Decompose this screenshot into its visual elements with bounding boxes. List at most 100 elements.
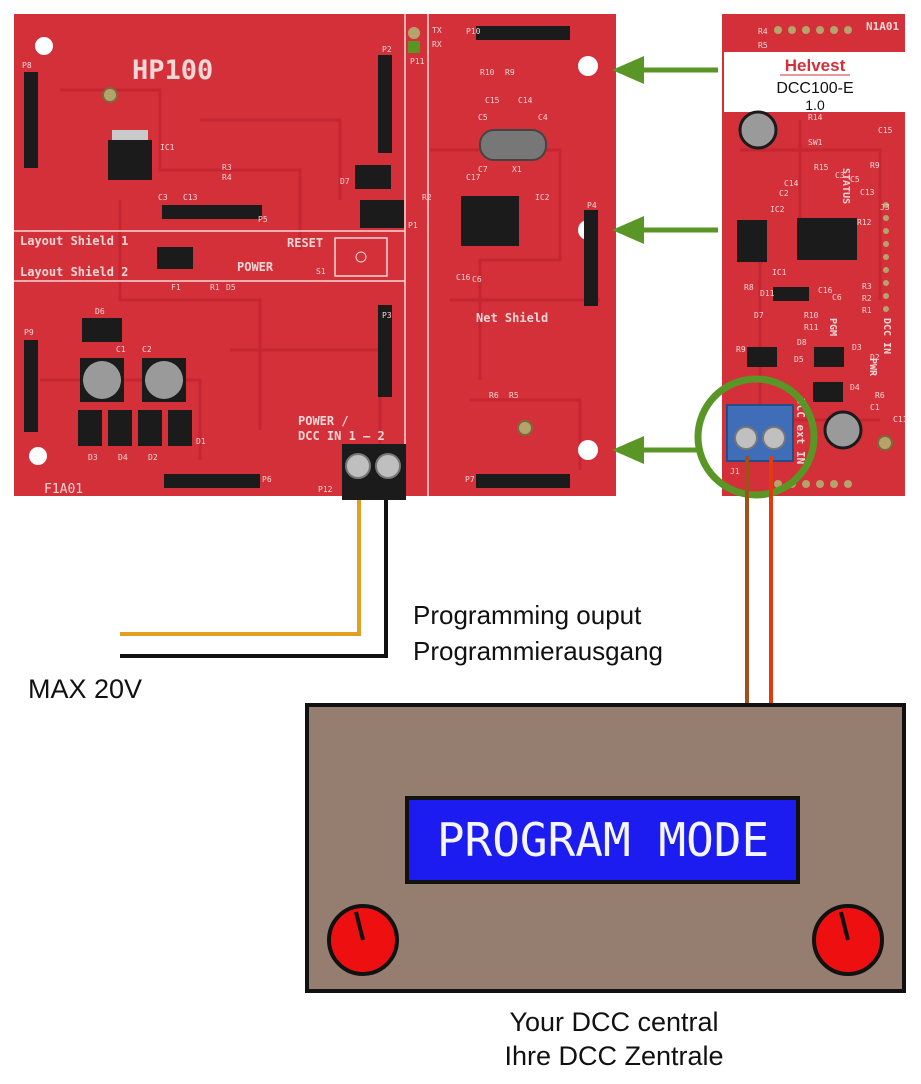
dcc-in-label: DCC IN: [881, 318, 892, 354]
ref-designator: R1: [862, 306, 872, 315]
ref-designator: D6: [95, 307, 105, 316]
ref-designator: D3: [852, 343, 862, 352]
ref-designator: C13: [183, 193, 198, 202]
ref-designator: D5: [226, 283, 236, 292]
knob-right[interactable]: [812, 904, 884, 976]
ref-designator: C15: [878, 126, 893, 135]
ref-designator: C3: [835, 171, 845, 180]
ref-designator: D11: [760, 289, 775, 298]
wires: [120, 456, 773, 704]
ref-designator: R9: [505, 68, 515, 77]
ref-designator: D4: [118, 453, 128, 462]
ref-designator: D8: [797, 338, 807, 347]
ref-designator: TX: [432, 26, 442, 35]
mount-hole: [578, 56, 598, 76]
ref-designator: P1: [408, 221, 418, 230]
ref-designator: R4: [758, 27, 768, 36]
ref-designator: C5: [478, 113, 488, 122]
ref-designator: IC1: [772, 268, 787, 277]
ref-designator: P4: [587, 201, 597, 210]
knob-left[interactable]: [327, 904, 399, 976]
ref-designator: IC2: [535, 193, 550, 202]
ref-designator: D2: [148, 453, 158, 462]
mount-hole: [578, 440, 598, 460]
ref-designator: C6: [472, 275, 482, 284]
ref-designator: C1: [870, 403, 880, 412]
mount-hole: [35, 37, 53, 55]
ref-designator: R14: [808, 113, 823, 122]
ref-designator: R6: [875, 391, 885, 400]
pin-headers: [24, 26, 598, 488]
ref-designator: C17: [466, 173, 481, 182]
module-board: Helvest DCC100-E 1.0 N1A01 STATUS PGM PW…: [722, 14, 908, 496]
ref-designator: IC2: [770, 205, 785, 214]
ref-designator: D1: [196, 437, 206, 446]
ref-designator: R3: [862, 282, 872, 291]
reset-label: RESET: [287, 236, 323, 250]
power-dcc-label-2: DCC IN 1 — 2: [298, 429, 385, 443]
ref-designator: R5: [509, 391, 519, 400]
version-label: 1.0: [805, 97, 825, 113]
ref-designator: R10: [480, 68, 495, 77]
ref-designator: C3: [158, 193, 168, 202]
ref-designator: D3: [88, 453, 98, 462]
prog-output-en: Programming ouput: [413, 600, 642, 630]
lcd-display: [405, 796, 800, 884]
ref-designator: D7: [754, 311, 764, 320]
ref-designator: C2: [142, 345, 152, 354]
dcc-central: PROGRAM MODE: [305, 703, 906, 993]
ref-designator: RX: [432, 40, 442, 49]
model-label: DCC100-E: [776, 80, 853, 97]
ref-designator: R15: [814, 163, 829, 172]
ref-designator: P7: [465, 475, 475, 484]
ref-designator: P10: [466, 27, 481, 36]
board-id: F1A01: [44, 482, 83, 497]
highlight-circle: [694, 375, 818, 499]
ref-designator: D2: [870, 353, 880, 362]
ref-designator: J1: [730, 467, 740, 476]
ref-designator: R1: [210, 283, 220, 292]
ref-designator: R11: [804, 323, 819, 332]
max-voltage-label: MAX 20V: [28, 674, 142, 704]
ref-designator: C13: [860, 188, 875, 197]
ref-designator: C15: [485, 96, 500, 105]
ref-designator: D4: [850, 383, 860, 392]
main-board: HP100 F1A01 Layout Shield 1 Layout Shiel…: [14, 14, 616, 500]
ref-designator: C1: [116, 345, 126, 354]
ref-designator: R8: [744, 283, 754, 292]
mount-hole: [29, 447, 47, 465]
ref-designator: C6: [832, 293, 842, 302]
net-shield-label: Net Shield: [476, 311, 548, 325]
ref-designator: C7: [478, 165, 488, 174]
ref-designator: R12: [857, 218, 872, 227]
ref-designator: P6: [262, 475, 272, 484]
brand-label: Helvest: [785, 56, 846, 75]
ref-designator: C4: [538, 113, 548, 122]
ref-designator: C14: [784, 179, 799, 188]
ref-designator: F1: [171, 283, 181, 292]
lcd-text: PROGRAM MODE: [437, 813, 769, 867]
ref-designator: IC1: [160, 143, 175, 152]
ref-designator: R3: [222, 163, 232, 172]
wire-black: [120, 500, 388, 658]
pwr-label: PWR: [867, 358, 878, 377]
layout-shield-2-label: Layout Shield 2: [20, 265, 128, 279]
power-dcc-label-1: POWER /: [298, 414, 349, 428]
ref-designator: R4: [222, 173, 232, 182]
ref-designator: P3: [382, 311, 392, 320]
module-label-box: [724, 52, 906, 112]
ref-designator: C11: [893, 415, 908, 424]
status-label: STATUS: [840, 168, 851, 204]
ref-designator: P5: [258, 215, 268, 224]
ref-designator: D5: [794, 355, 804, 364]
ref-designator: C14: [518, 96, 533, 105]
ref-designator: C2: [779, 189, 789, 198]
ref-designator: J3: [880, 203, 890, 212]
ref-designator: C5: [850, 175, 860, 184]
board-title: HP100: [132, 55, 213, 86]
ref-designator: R2: [862, 294, 872, 303]
ref-designator: R6: [489, 391, 499, 400]
module-pin-row: [774, 26, 852, 488]
ref-designator: P9: [24, 328, 34, 337]
